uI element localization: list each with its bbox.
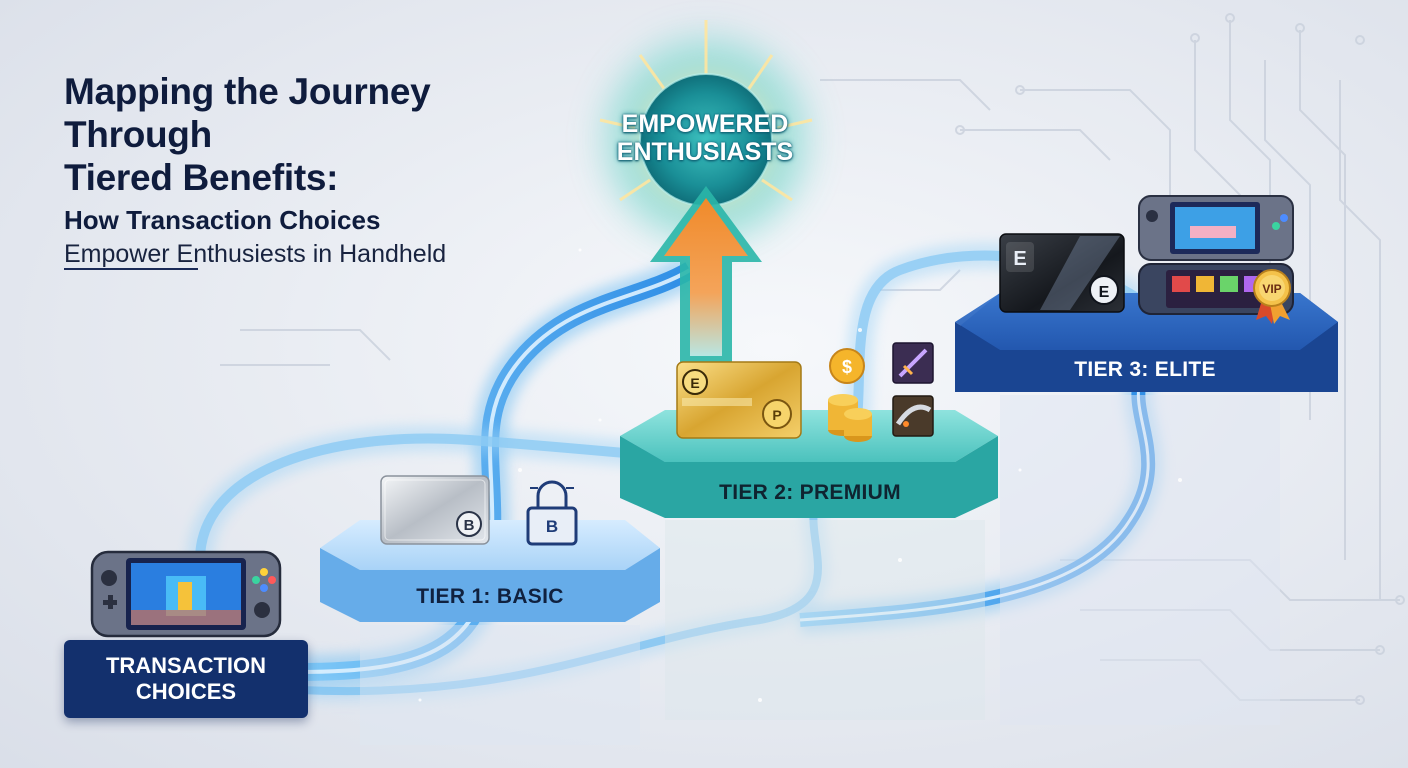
subtitle-line-2: Empower Enthusiests in Handheld [64, 240, 447, 268]
tier3-label: TIER 3: ELITE [1074, 358, 1216, 381]
tier2-platform [620, 410, 998, 720]
coin-symbol: $ [842, 357, 852, 377]
vip-badge-icon: VIP [1253, 269, 1291, 324]
handheld-console-icon [90, 550, 282, 638]
empowered-goal [586, 20, 826, 260]
tier3-platform [955, 293, 1338, 725]
empowered-line-2: ENTHUSIASTS [616, 138, 794, 166]
black-card-badge-2: E [1099, 284, 1110, 301]
up-arrow [650, 186, 762, 362]
black-card-icon: E E [999, 233, 1125, 313]
lock-icon: B [526, 480, 578, 546]
tier1-label: TIER 1: BASIC [416, 585, 564, 608]
transaction-line-2: CHOICES [135, 679, 237, 704]
vip-badge-text: VIP [1262, 282, 1281, 296]
sparkles [418, 248, 1182, 702]
page-title-line-1: Mapping the Journey [64, 71, 431, 112]
gold-card-badge: E [690, 375, 699, 391]
coin-stack-icon [828, 394, 872, 442]
handheld-console-icon-top [1138, 195, 1294, 261]
subtitle-line-1: How Transaction Choices [64, 205, 381, 235]
game-item-blade-icon [892, 395, 934, 437]
empowered-line-1: EMPOWERED [621, 110, 789, 138]
silver-card-badge: B [464, 517, 475, 534]
gold-card-coin: P [772, 407, 781, 423]
black-card-badge: E [1013, 248, 1026, 270]
page-title-line-2: Through [64, 114, 212, 155]
gold-card-icon: E P [676, 361, 802, 439]
silver-card-icon: B [380, 475, 490, 545]
empowered-enthusiasts-label: EMPOWERED ENTHUSIASTS [600, 110, 810, 166]
coin-icon: $ [829, 348, 865, 384]
title-underline [64, 268, 198, 270]
page-title-line-3: Tiered Benefits: [64, 157, 339, 198]
handheld-console-icon-bottom [1138, 263, 1294, 315]
goal-orb [640, 74, 772, 206]
transaction-choices-box: TRANSACTION CHOICES [64, 640, 308, 718]
tier1-platform [320, 520, 660, 745]
tier2-label: TIER 2: PREMIUM [719, 481, 901, 504]
transaction-line-1: TRANSACTION [105, 653, 267, 678]
lock-badge: B [546, 517, 558, 536]
title-block: Mapping the Journey Through Tiered Benef… [64, 70, 584, 271]
game-item-sword-icon [892, 342, 934, 384]
